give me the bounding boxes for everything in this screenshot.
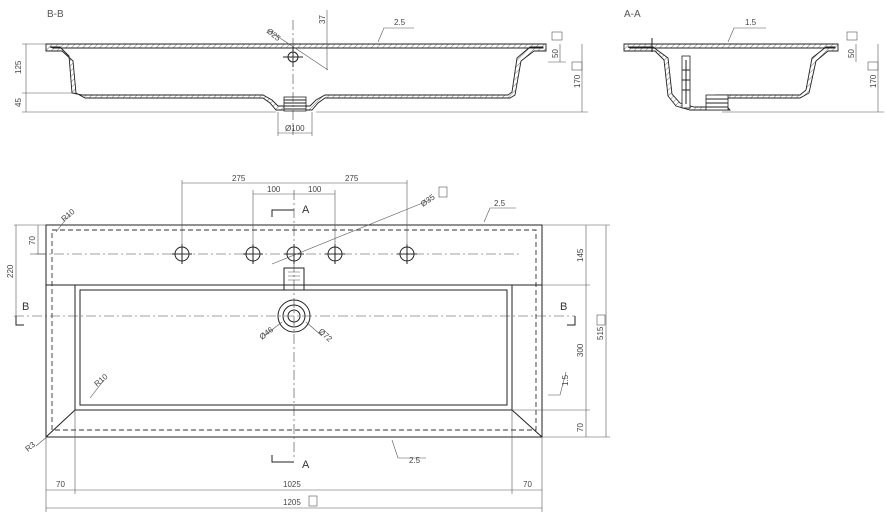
cut-a-bottom-line bbox=[271, 455, 294, 463]
bb-dim-125: 125 bbox=[14, 60, 23, 74]
dim-r10-inner: R10 bbox=[93, 372, 110, 389]
aa-dim-50: 50 bbox=[847, 49, 856, 58]
plan-corner-br bbox=[511, 409, 543, 438]
section-aa-overflow-detail bbox=[682, 60, 690, 104]
dim-25-top: 2.5 bbox=[494, 199, 506, 208]
plan-basin-inner bbox=[79, 289, 508, 406]
cut-a-bottom-label: A bbox=[302, 459, 310, 471]
dim-220: 220 bbox=[6, 264, 15, 278]
bb-dim-25: 2.5 bbox=[394, 18, 406, 27]
section-marker-b-left: B bbox=[15, 301, 29, 326]
dim-70-left: 70 bbox=[28, 236, 37, 245]
dim-1205: 1205 bbox=[283, 498, 301, 507]
bb-tol-box-2 bbox=[571, 61, 583, 71]
dim-1025: 1025 bbox=[283, 480, 301, 489]
dim-515: 515 bbox=[596, 326, 605, 340]
section-aa-profile bbox=[623, 43, 839, 111]
tol-box-1205 bbox=[308, 495, 318, 507]
section-marker-b-right: B bbox=[560, 301, 576, 326]
section-bb-drain-thread bbox=[284, 99, 306, 110]
dim-r10-top: R10 bbox=[60, 207, 77, 224]
tol-box-515 bbox=[596, 314, 606, 326]
bb-dim-45: 45 bbox=[14, 98, 23, 107]
aa-leader-15 bbox=[727, 27, 766, 43]
dim-300: 300 bbox=[576, 343, 585, 357]
cut-b-right-line bbox=[567, 316, 576, 326]
section-bb-title: B-B bbox=[47, 9, 64, 20]
bb-dim-50: 50 bbox=[551, 49, 560, 58]
tol-box-d35 bbox=[438, 186, 448, 198]
dim-275-left: 275 bbox=[232, 174, 246, 183]
leader-25-top bbox=[483, 207, 516, 223]
bb-leader-d25 bbox=[267, 29, 329, 71]
section-marker-a-bottom: A bbox=[271, 455, 310, 471]
plan-view: A A B B 275 275 100 100 Ø35 2.5 bbox=[6, 174, 610, 512]
section-aa: A-A 1.5 50 170 bbox=[623, 9, 884, 113]
leader-d72 bbox=[305, 321, 323, 337]
bb-dim-170: 170 bbox=[573, 74, 582, 88]
aa-dim-170: 170 bbox=[869, 74, 878, 88]
dim-70-bottom: 70 bbox=[576, 423, 585, 432]
leader-r10-top bbox=[55, 213, 71, 233]
dim-r3: R3 bbox=[24, 440, 38, 454]
leader-d46 bbox=[263, 321, 283, 337]
dim-100-right: 100 bbox=[308, 185, 322, 194]
plan-basin-outer bbox=[74, 284, 513, 411]
section-aa-drain-thread bbox=[706, 98, 728, 108]
bb-leader-25 bbox=[377, 27, 414, 43]
section-aa-title: A-A bbox=[624, 9, 641, 20]
leader-d35 bbox=[271, 199, 431, 265]
dim-145: 145 bbox=[576, 248, 585, 262]
cut-a-top-label: A bbox=[302, 204, 310, 216]
bb-tol-box-1 bbox=[551, 31, 563, 41]
dim-70-bottom-left: 70 bbox=[56, 480, 65, 489]
dim-d72: Ø72 bbox=[317, 327, 335, 344]
dim-15-right: 1.5 bbox=[561, 374, 570, 386]
bb-dim-d100: Ø100 bbox=[285, 124, 305, 133]
cut-b-left-label: B bbox=[22, 301, 29, 313]
cut-a-top-line bbox=[271, 209, 294, 217]
dim-d46: Ø46 bbox=[258, 325, 276, 342]
aa-dim-15: 1.5 bbox=[745, 18, 757, 27]
leader-r10-inner bbox=[89, 379, 105, 399]
aa-tol-box-1 bbox=[846, 31, 858, 41]
leader-15-right bbox=[548, 371, 567, 396]
cut-b-left-line bbox=[15, 316, 24, 326]
dim-d35: Ø35 bbox=[419, 192, 437, 208]
section-marker-a-top: A bbox=[271, 204, 310, 217]
leader-25-bottom bbox=[391, 439, 426, 459]
section-bb: B-B 125 45 37 Ø25 2.5 50 bbox=[14, 9, 588, 136]
aa-tol-box-2 bbox=[867, 61, 879, 71]
bb-dim-37: 37 bbox=[318, 15, 327, 24]
bb-dim-d25: Ø25 bbox=[265, 26, 283, 43]
dim-70-bottom-right: 70 bbox=[523, 480, 532, 489]
dim-275-right: 275 bbox=[345, 174, 359, 183]
dim-100-left: 100 bbox=[267, 185, 281, 194]
dim-25-bottom: 2.5 bbox=[409, 456, 421, 465]
plan-corner-bl bbox=[45, 409, 76, 438]
cut-b-right-label: B bbox=[560, 301, 567, 313]
